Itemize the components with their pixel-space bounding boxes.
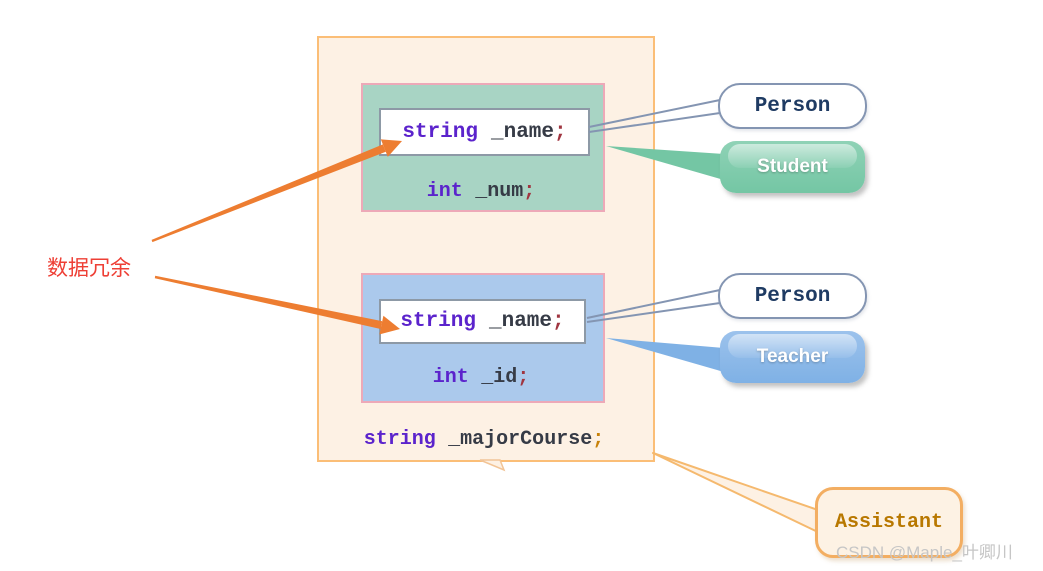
keyword-int: int: [426, 180, 463, 203]
semicolon: ;: [523, 180, 536, 203]
identifier-num: _num: [475, 180, 524, 203]
code-line-student-name: string _name;: [402, 121, 566, 144]
keyword-string: string: [363, 428, 436, 451]
semicolon: ;: [552, 310, 565, 333]
csdn-watermark: CSDN @Maple_叶卿川: [836, 543, 1013, 562]
code-line-teacher-name: string _name;: [400, 310, 564, 333]
keyword-string: string: [400, 310, 476, 333]
assistant-callout-tail: [652, 452, 823, 535]
identifier-id: _id: [481, 366, 518, 389]
semicolon: ;: [517, 366, 530, 389]
assistant-label: Assistant: [834, 511, 944, 534]
identifier-name: _name: [489, 310, 553, 333]
student-label: Student: [757, 156, 828, 177]
assistant-bubble: Assistant: [815, 487, 963, 558]
semicolon: ;: [592, 428, 605, 451]
data-redundancy-label: 数据冗余: [47, 257, 131, 280]
identifier-majorcourse: _majorCourse: [448, 428, 593, 451]
teacher-bubble: Teacher: [720, 331, 865, 383]
semicolon: ;: [554, 120, 567, 144]
person-bubble-teacher: Person: [718, 273, 867, 319]
teacher-name-field-box: string _name;: [379, 299, 586, 344]
teacher-label: Teacher: [756, 346, 829, 367]
person-bubble-student: Person: [718, 83, 867, 129]
person-label: Person: [754, 94, 831, 118]
code-line-teacher-id: int _id;: [361, 366, 601, 389]
person-label: Person: [754, 284, 831, 308]
keyword-int: int: [432, 366, 469, 389]
student-name-field-box: string _name;: [379, 108, 590, 156]
keyword-string: string: [402, 120, 478, 144]
code-line-assistant-majorcourse: string _majorCourse;: [317, 428, 651, 451]
identifier-name: _name: [491, 120, 555, 144]
student-bubble: Student: [720, 141, 865, 193]
code-line-student-num: int _num;: [361, 180, 601, 203]
